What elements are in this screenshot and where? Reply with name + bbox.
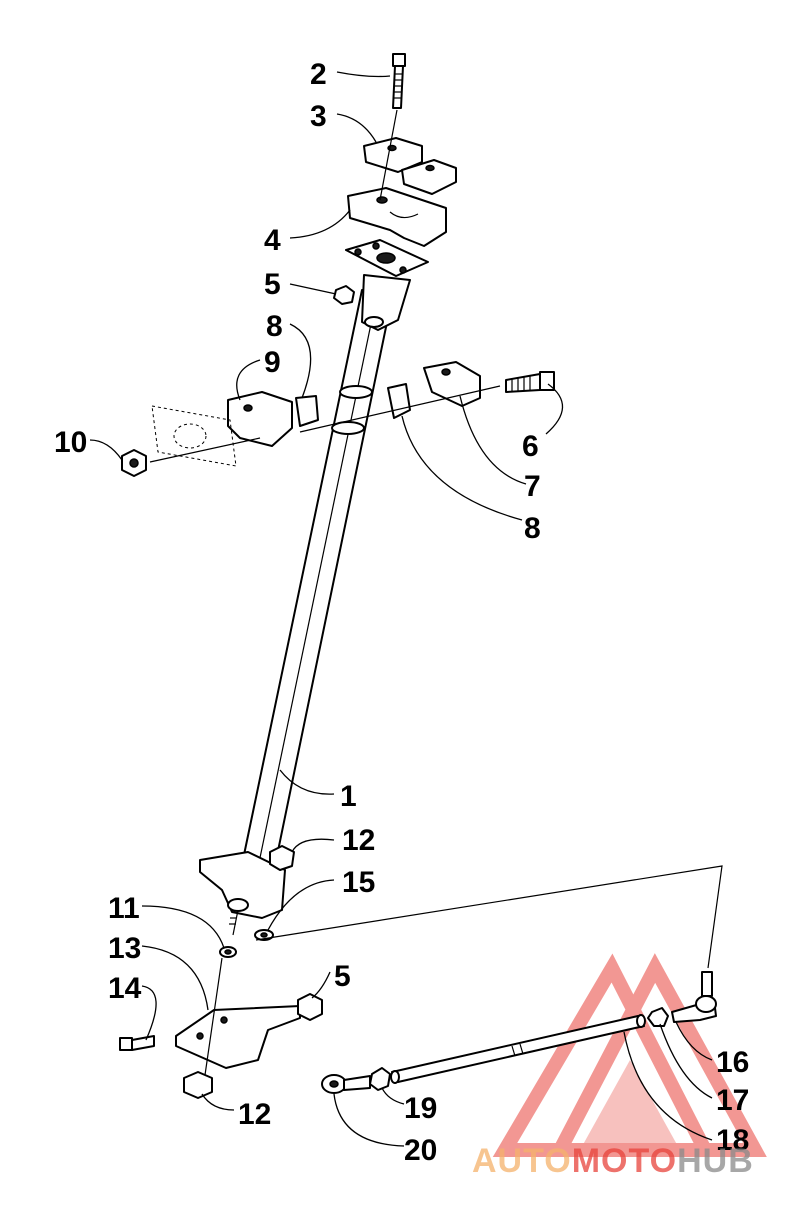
leader-lines [89,71,713,1147]
nut-lower [297,993,323,1021]
callout-5-lower: 5 [334,960,351,993]
callout-15: 15 [342,866,375,899]
callout-11: 11 [108,892,140,925]
watermark-text-auto: AUTO [472,1142,572,1180]
lock-nut [121,449,147,477]
tie-rod [390,1014,646,1084]
watermark-logo [492,953,767,1157]
flange-nut-lower [183,1071,213,1099]
support-bracket-left [227,391,319,447]
jam-nut-19 [369,1067,391,1091]
callout-12-upper: 12 [342,824,375,857]
support-bracket-right [387,361,481,419]
callout-10: 10 [54,426,87,459]
bolt-support [505,371,555,393]
callout-9: 9 [264,346,281,379]
callout-17: 17 [716,1084,749,1117]
callout-20: 20 [404,1134,437,1167]
frame-tube-ghost [151,405,237,467]
callout-2: 2 [310,58,327,91]
callout-7: 7 [524,470,541,503]
callout-6: 6 [522,430,539,463]
callout-1: 1 [340,780,357,813]
callout-14: 14 [108,972,142,1005]
bolt-14 [119,1035,155,1051]
callout-12-lower: 12 [238,1098,271,1131]
callout-13: 13 [108,932,141,965]
callout-16: 16 [716,1046,749,1079]
steering-post [199,274,411,936]
nut-lower-post [269,845,295,871]
tie-rod-end-20 [321,1074,371,1094]
callout-8-upper: 8 [266,310,283,343]
watermark-text: AUTOMOTOHUB [472,1142,754,1180]
callout-19: 19 [404,1092,437,1125]
callout-18: 18 [716,1124,749,1157]
handlebar-block-lower [347,187,447,247]
washer-11 [219,946,237,958]
callout-3: 3 [310,100,327,133]
watermark-text-hub: HUB [677,1142,754,1180]
watermark-text-moto: MOTO [572,1142,677,1180]
handlebar-mount-plate [345,239,429,277]
nut-upper [333,285,355,305]
svg-text:AUTOMOTOHUB: AUTOMOTOHUB [472,1142,754,1180]
callout-4: 4 [264,224,281,257]
handlebar-clamp-cap [363,137,457,195]
bolt-top [379,53,406,201]
callout-labels: 2 3 4 5 8 9 10 6 7 8 1 12 15 11 13 14 5 … [54,58,749,1167]
jam-nut-17 [647,1007,669,1027]
pitman-arm-bracket [175,957,301,1076]
tie-rod-end-16 [671,971,717,1023]
callout-5-upper: 5 [264,268,281,301]
callout-8-lower: 8 [524,512,541,545]
